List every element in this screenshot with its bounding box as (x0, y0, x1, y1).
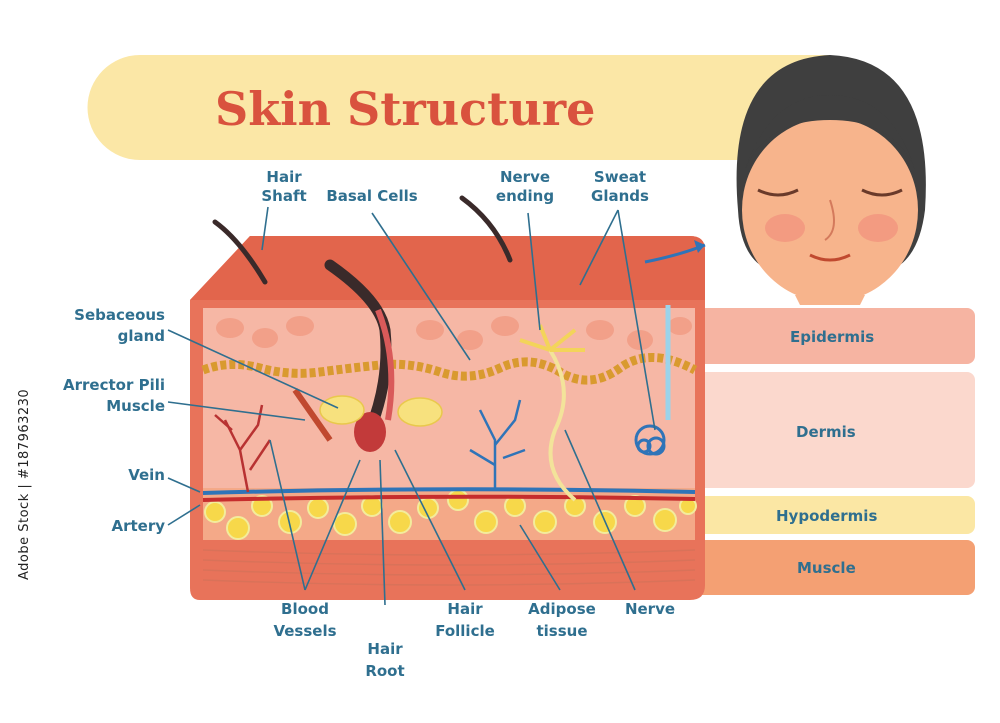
label-blood-vessels-2: Vessels (273, 622, 336, 640)
labels: Hair Shaft Basal Cells Nerve ending Swea… (63, 168, 675, 680)
layer-legend: Epidermis Dermis Hypodermis Muscle (695, 308, 975, 595)
label-nerve-ending-2: ending (496, 187, 554, 205)
epidermis-band (695, 308, 975, 364)
blood-vessels-right (469, 399, 526, 490)
hair-surface-left (212, 219, 268, 285)
label-artery: Artery (111, 517, 165, 535)
sebaceous-gland (319, 395, 443, 427)
vein-line (202, 487, 696, 495)
muscle-label: Muscle (797, 559, 856, 577)
mouth (809, 253, 851, 262)
arrector-pili-muscle (292, 388, 333, 442)
face-illustration (736, 55, 926, 305)
diagram-title: Skin Structure (215, 82, 595, 136)
label-hair-shaft-1: Hair (266, 168, 302, 186)
title-banner: Skin Structure (87, 55, 831, 160)
skin-surface (190, 236, 705, 300)
label-hair-root-2: Root (365, 662, 404, 680)
nerve-fiber (548, 348, 577, 502)
hair-follicle-wall (375, 308, 395, 421)
label-blood-vessels-1: Blood (281, 600, 329, 618)
basal-cells-layer (201, 353, 698, 385)
label-basal-cells: Basal Cells (326, 187, 417, 205)
skin-block (190, 195, 705, 600)
hair-surface-right (459, 195, 513, 263)
label-sebaceous-1: Sebaceous (74, 306, 165, 324)
label-vein: Vein (128, 466, 165, 484)
label-hair-root-1: Hair (367, 640, 403, 658)
label-hair-shaft-2: Shaft (261, 187, 306, 205)
label-nerve: Nerve (625, 600, 675, 618)
right-eye (861, 188, 903, 197)
dermis-area (203, 308, 695, 488)
left-eye (757, 188, 799, 197)
label-adipose-1: Adipose (528, 600, 596, 618)
label-sweat-glands-2: Glands (591, 187, 649, 205)
sweat-gland-coil (634, 424, 666, 456)
hypodermis-band (695, 496, 975, 534)
artery-line (202, 494, 696, 502)
label-sweat-glands-1: Sweat (594, 168, 646, 186)
label-hair-follicle-1: Hair (447, 600, 483, 618)
leader-lines (167, 206, 656, 606)
blood-vessels-left (214, 404, 272, 493)
hypodermis-label: Hypodermis (776, 507, 877, 525)
dermis-label: Dermis (796, 423, 856, 441)
label-arrector-2: Muscle (106, 397, 165, 415)
label-sebaceous-2: gland (118, 327, 165, 345)
muscle-band (695, 540, 975, 595)
epidermis-label: Epidermis (790, 328, 874, 346)
label-arrector-1: Arrector Pili (63, 376, 165, 394)
label-adipose-2: tissue (536, 622, 587, 640)
dermis-band (695, 372, 975, 488)
nerve-ending (519, 324, 585, 352)
label-nerve-ending-1: Nerve (500, 168, 550, 186)
stock-credit: Adobe Stock | #187963230 (17, 389, 32, 580)
hair-bulb (354, 412, 386, 452)
label-hair-follicle-2: Follicle (435, 622, 495, 640)
